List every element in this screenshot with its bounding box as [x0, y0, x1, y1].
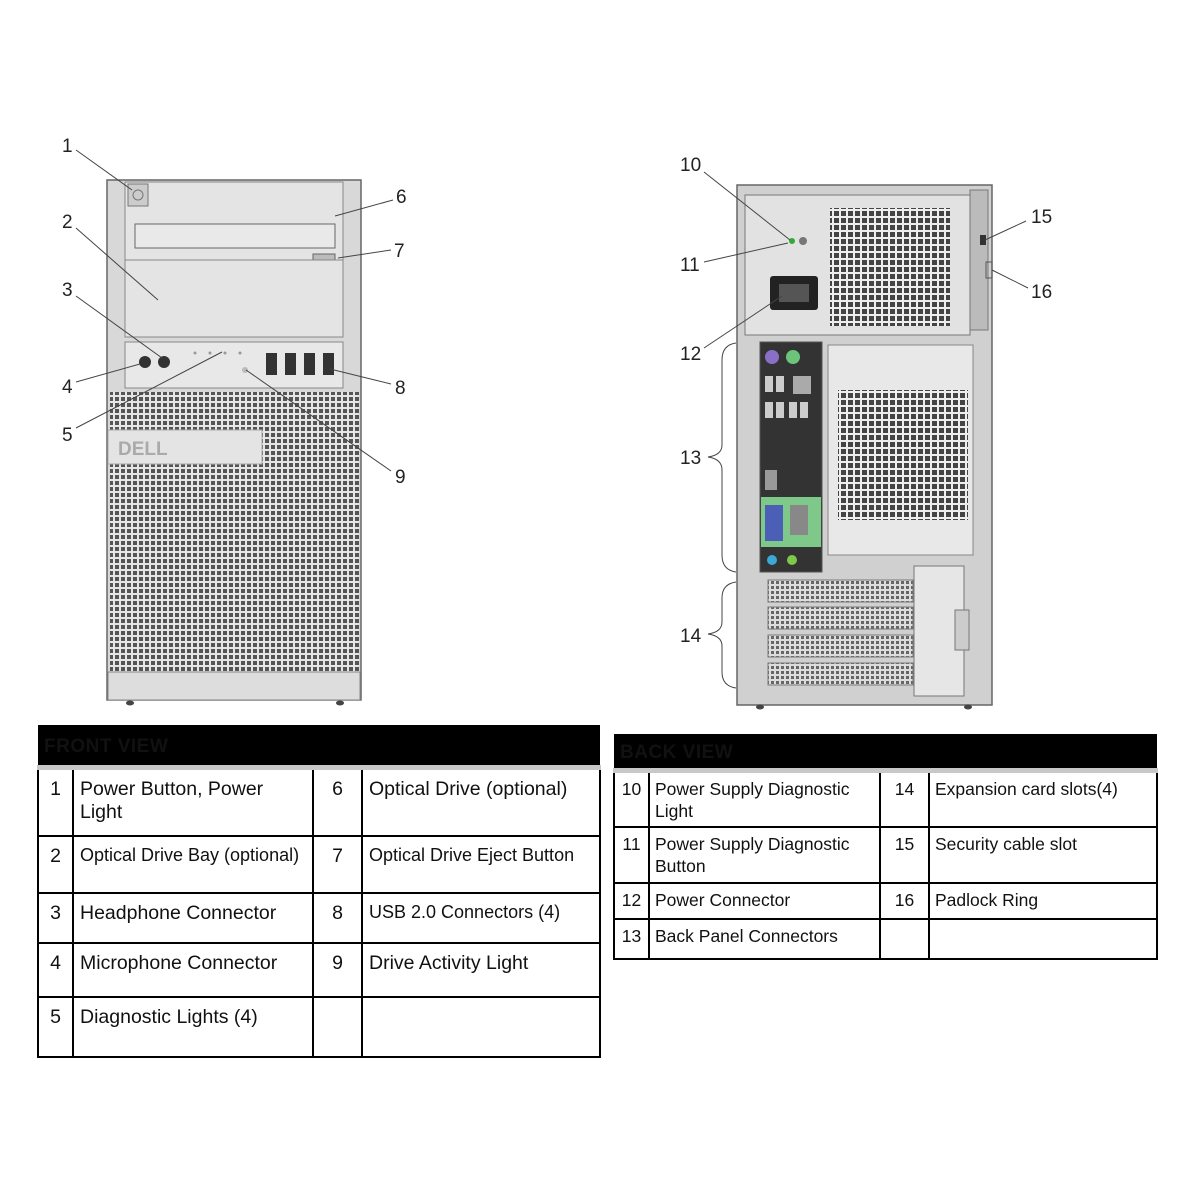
- item-label: Security cable slot: [928, 825, 1158, 884]
- item-number: 9: [312, 941, 363, 998]
- item-number: 2: [37, 834, 74, 894]
- item-number: 10: [613, 769, 650, 828]
- dell-logo: DELL: [118, 439, 168, 460]
- psu-diagnostic-light: [789, 238, 795, 244]
- table-row: 12 Power Connector 16 Padlock Ring: [613, 881, 1158, 920]
- table-row: 5 Diagnostic Lights (4): [37, 995, 601, 1058]
- item-label: Expansion card slots(4): [928, 769, 1158, 828]
- item-label: Power Supply Diagnostic Button: [648, 825, 881, 884]
- back-leader-lines: [703, 171, 1029, 689]
- headphone-jack: [158, 356, 170, 368]
- table-row: 3 Headphone Connector 8 USB 2.0 Connecto…: [37, 891, 601, 944]
- callout-7: 7: [394, 241, 405, 262]
- callout-13: 13: [680, 448, 701, 469]
- table-row: 1 Power Button, Power Light 6 Optical Dr…: [37, 766, 601, 837]
- item-label: Drive Activity Light: [361, 941, 601, 998]
- back-callouts: 10 11 12 13 14 15 16: [680, 155, 1052, 647]
- table-row: 10 Power Supply Diagnostic Light 14 Expa…: [613, 769, 1158, 828]
- item-label: Power Connector: [648, 881, 881, 920]
- item-label: Microphone Connector: [72, 941, 314, 998]
- security-cable-slot: [980, 235, 986, 245]
- callout-12: 12: [680, 344, 701, 365]
- item-label: Headphone Connector: [72, 891, 314, 944]
- table-row: 4 Microphone Connector 9 Drive Activity …: [37, 941, 601, 998]
- item-number: 8: [312, 891, 363, 944]
- item-label: Diagnostic Lights (4): [72, 995, 314, 1058]
- item-label: Power Button, Power Light: [72, 766, 314, 837]
- callout-2: 2: [62, 212, 73, 233]
- table-row: 2 Optical Drive Bay (optional) 7 Optical…: [37, 834, 601, 894]
- item-number: 14: [879, 769, 930, 828]
- item-number: 6: [312, 766, 363, 837]
- psu-fan-grill: [830, 208, 950, 326]
- item-label: [928, 917, 1158, 960]
- item-number: 15: [879, 825, 930, 884]
- front-callouts: 1 2 3 4 5 6 7 8 9: [62, 136, 407, 488]
- usb-ports: [266, 353, 334, 375]
- front-view-title: FRONT VIEW: [44, 736, 169, 757]
- back-view-table: BACK VIEW 10 Power Supply Diagnostic Lig…: [613, 734, 1158, 960]
- drive-activity-light: [242, 367, 248, 373]
- item-label: Power Supply Diagnostic Light: [648, 769, 881, 828]
- item-number: [879, 917, 930, 960]
- callout-8: 8: [395, 378, 406, 399]
- callout-16: 16: [1031, 282, 1052, 303]
- table-row: 13 Back Panel Connectors: [613, 917, 1158, 960]
- item-number: 3: [37, 891, 74, 944]
- back-tower: [736, 184, 993, 710]
- computer-diagram: DELL 1 2 3 4 5 6 7 8 9: [62, 136, 1052, 710]
- item-label: [361, 995, 601, 1058]
- power-button: [127, 183, 149, 207]
- callout-9: 9: [395, 467, 406, 488]
- item-label: Back Panel Connectors: [648, 917, 881, 960]
- item-number: 4: [37, 941, 74, 998]
- callout-10: 10: [680, 155, 701, 176]
- item-number: 1: [37, 766, 74, 837]
- callout-3: 3: [62, 280, 73, 301]
- item-label: Optical Drive (optional): [361, 766, 601, 837]
- expansion-slots: [767, 579, 914, 686]
- front-leader-lines: [75, 149, 394, 472]
- psu-diagnostic-button: [799, 237, 807, 245]
- item-number: 5: [37, 995, 74, 1058]
- callout-5: 5: [62, 425, 73, 446]
- item-label: USB 2.0 Connectors (4): [361, 891, 601, 944]
- microphone-jack: [139, 356, 151, 368]
- item-number: 11: [613, 825, 650, 884]
- callout-15: 15: [1031, 207, 1052, 228]
- eject-button: [312, 253, 336, 261]
- item-number: 13: [613, 917, 650, 960]
- item-number: 16: [879, 881, 930, 920]
- item-number: 7: [312, 834, 363, 894]
- front-tower: DELL: [106, 179, 362, 706]
- callout-1: 1: [62, 136, 73, 157]
- front-view-table: FRONT VIEW 1 Power Button, Power Light 6…: [37, 725, 601, 1058]
- item-label: Optical Drive Bay (optional): [72, 834, 314, 894]
- diagnostic-lights: [193, 351, 242, 355]
- callout-4: 4: [62, 377, 73, 398]
- item-number: 12: [613, 881, 650, 920]
- item-label: Optical Drive Eject Button: [361, 834, 601, 894]
- item-number: [312, 995, 363, 1058]
- case-fan-grill: [838, 390, 968, 520]
- callout-6: 6: [396, 187, 407, 208]
- table-row: 11 Power Supply Diagnostic Button 15 Sec…: [613, 825, 1158, 884]
- callout-11: 11: [680, 255, 700, 276]
- optical-drive: [134, 223, 336, 249]
- callout-14: 14: [680, 626, 702, 647]
- item-label: Padlock Ring: [928, 881, 1158, 920]
- back-view-title: BACK VIEW: [620, 742, 734, 763]
